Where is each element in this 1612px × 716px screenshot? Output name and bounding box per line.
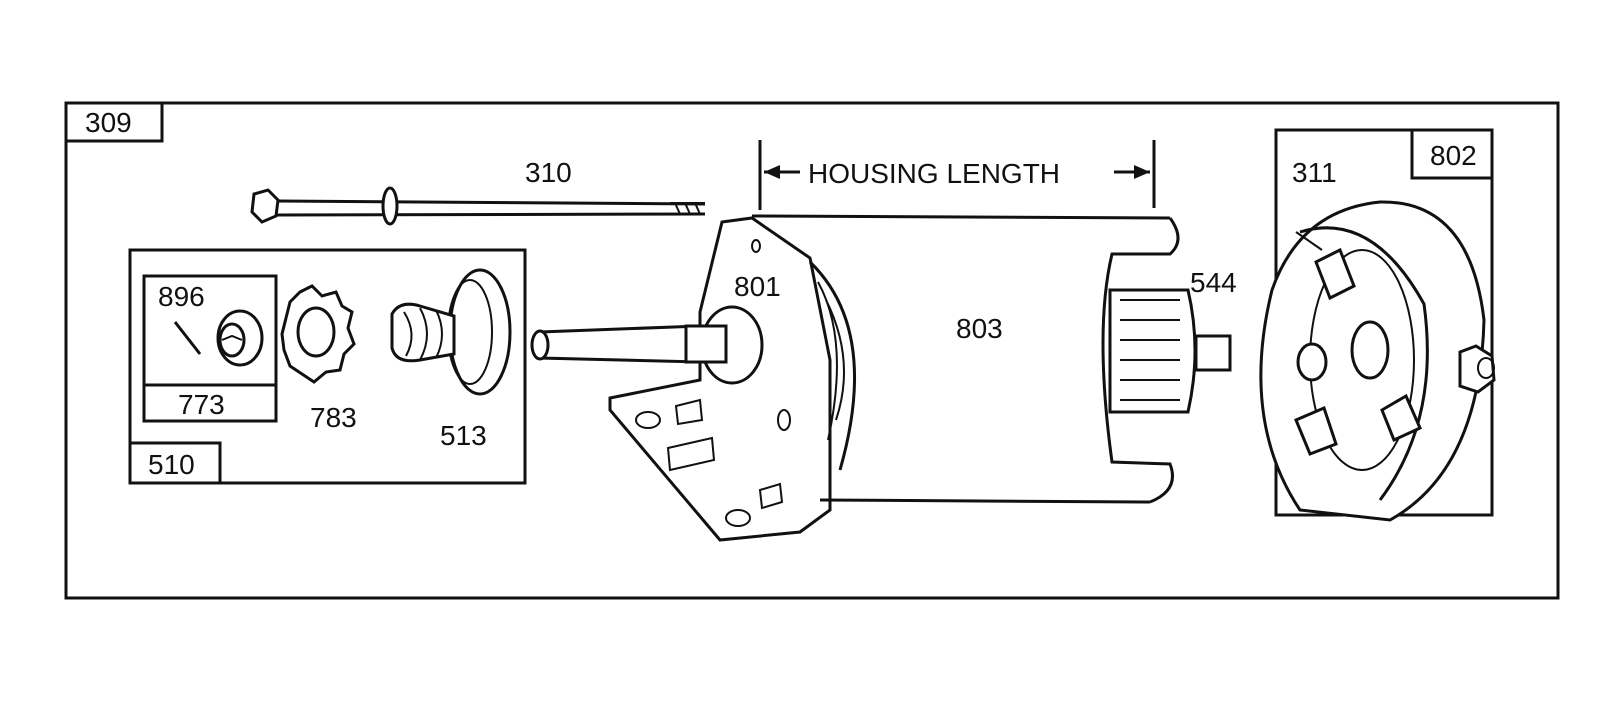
label-513: 513 xyxy=(440,420,487,451)
label-801: 801 xyxy=(734,271,781,302)
drive-kit-tag-box xyxy=(128,441,222,485)
label-802: 802 xyxy=(1430,140,1477,171)
label-309: 309 xyxy=(85,107,132,138)
label-311: 311 xyxy=(1292,157,1337,188)
pin-896-drawing xyxy=(173,309,264,367)
gear-783-drawing xyxy=(280,284,356,384)
label-310: 310 xyxy=(525,157,572,188)
housing-length-dimension xyxy=(758,140,1156,210)
brush-end-cap-802-drawing xyxy=(1259,200,1496,522)
label-896: 896 xyxy=(158,281,205,312)
label-510: 510 xyxy=(148,449,195,480)
outer-frame xyxy=(64,101,1560,600)
brush-end-kit-tag-box xyxy=(1410,128,1494,180)
armature-544-drawing xyxy=(1108,288,1232,414)
pinion-513-drawing xyxy=(390,268,512,396)
housing-length-label: HOUSING LENGTH xyxy=(808,158,1060,189)
label-783: 783 xyxy=(310,402,357,433)
drive-kit-frame xyxy=(128,248,527,485)
bolt-310-drawing xyxy=(250,186,706,226)
drive-end-cap-801-drawing xyxy=(530,216,857,542)
label-773: 773 xyxy=(178,389,225,420)
housing-803-drawing xyxy=(751,214,1180,504)
label-544: 544 xyxy=(1190,267,1237,298)
outer-frame-tag-box xyxy=(64,101,164,143)
retainer-kit-frame xyxy=(142,274,278,423)
label-803: 803 xyxy=(956,313,1003,344)
